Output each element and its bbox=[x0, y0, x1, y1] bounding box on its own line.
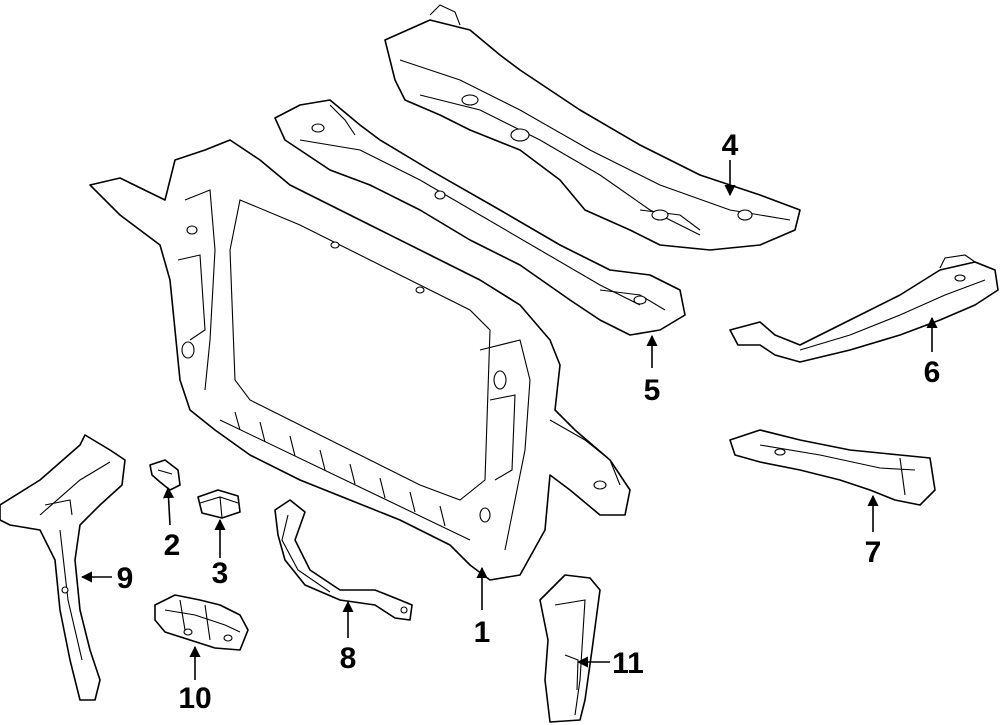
part-7-air-duct[interactable] bbox=[729, 429, 936, 506]
callout-9[interactable]: 9 bbox=[117, 562, 134, 595]
callout-6[interactable]: 6 bbox=[924, 356, 941, 389]
callout-labels: 1 2 3 4 5 6 7 8 9 10 11 bbox=[117, 129, 941, 715]
part-9-side-panel[interactable] bbox=[0, 434, 126, 701]
leader-lines bbox=[80, 160, 938, 680]
part-11-air-guide[interactable] bbox=[539, 574, 601, 723]
leader-2 bbox=[162, 486, 175, 526]
callout-3[interactable]: 3 bbox=[212, 557, 229, 590]
callout-4[interactable]: 4 bbox=[722, 129, 739, 162]
callout-7[interactable]: 7 bbox=[865, 536, 882, 569]
part-1-radiator-support[interactable] bbox=[89, 139, 631, 581]
callout-1[interactable]: 1 bbox=[474, 616, 491, 649]
part-4-upper-support[interactable] bbox=[384, 4, 801, 251]
part-3-block[interactable] bbox=[197, 489, 241, 519]
callout-11[interactable]: 11 bbox=[612, 647, 644, 680]
part-2-clip[interactable] bbox=[149, 459, 181, 491]
part-8-curved-bracket[interactable] bbox=[274, 499, 413, 621]
part-10-latch[interactable] bbox=[154, 594, 249, 651]
part-6-side-rail[interactable] bbox=[729, 254, 999, 363]
callout-10[interactable]: 10 bbox=[178, 682, 211, 715]
part-5-tie-bar[interactable] bbox=[274, 99, 686, 336]
callout-8[interactable]: 8 bbox=[340, 642, 357, 675]
callout-2[interactable]: 2 bbox=[164, 529, 181, 562]
callout-5[interactable]: 5 bbox=[644, 374, 661, 407]
